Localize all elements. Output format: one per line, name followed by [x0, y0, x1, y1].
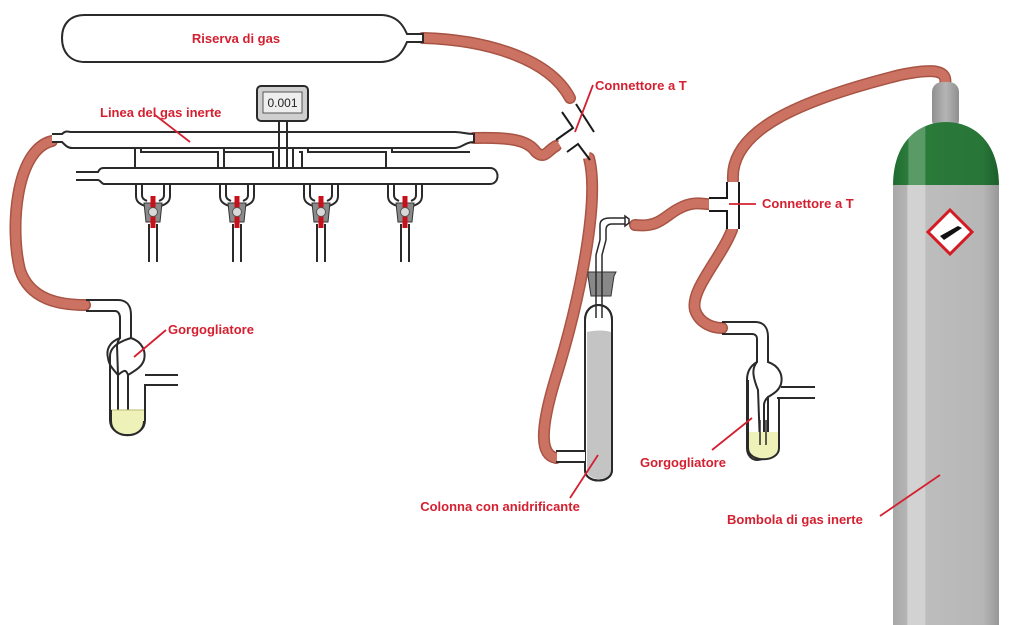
label-bubbler-left: Gorgogliatore — [168, 322, 254, 337]
leader-t-connector-top — [574, 84, 594, 133]
drying-column — [556, 214, 630, 482]
gas-reservoir: Riserva di gas — [60, 14, 424, 63]
leader-gas-cylinder — [879, 474, 941, 517]
pressure-gauge: 0.001 — [256, 85, 309, 122]
gauge-reading: 0.001 — [267, 96, 297, 110]
t-connector-right — [709, 182, 740, 229]
label-inert-gas-line: Linea del gas inerte — [100, 105, 221, 120]
manifold-connectors — [134, 148, 470, 168]
bubbler-right — [722, 321, 815, 461]
label-gas-reservoir: Riserva di gas — [192, 31, 280, 46]
gas-cylinder — [893, 82, 999, 625]
bubbler-left-liquid — [111, 410, 144, 434]
stopcock-2[interactable] — [219, 184, 255, 262]
stopcock-1[interactable] — [135, 184, 171, 262]
leader-bubbler-right — [711, 417, 753, 451]
leader-bubbler-left — [133, 329, 167, 358]
gas-cylinder-ghs-icon — [925, 207, 975, 257]
stopcock-3[interactable] — [303, 184, 339, 262]
rubber-tubing — [9, 32, 952, 464]
label-t-connector-top: Connettore a T — [595, 78, 687, 93]
leader-drying-column — [569, 454, 599, 499]
label-drying-column: Colonna con anidrificante — [420, 499, 580, 514]
label-bubbler-right: Gorgogliatore — [640, 455, 726, 470]
stopcock-4[interactable] — [387, 184, 423, 262]
label-gas-cylinder: Bombola di gas inerte — [727, 512, 863, 527]
desiccant — [587, 330, 611, 479]
bubbler-right-liquid — [748, 432, 779, 459]
leader-inert-gas-line — [154, 114, 191, 143]
label-t-connector-right: Connettore a T — [762, 196, 854, 211]
stopcock-group — [135, 184, 423, 262]
inert-gas-manifold — [52, 121, 499, 185]
